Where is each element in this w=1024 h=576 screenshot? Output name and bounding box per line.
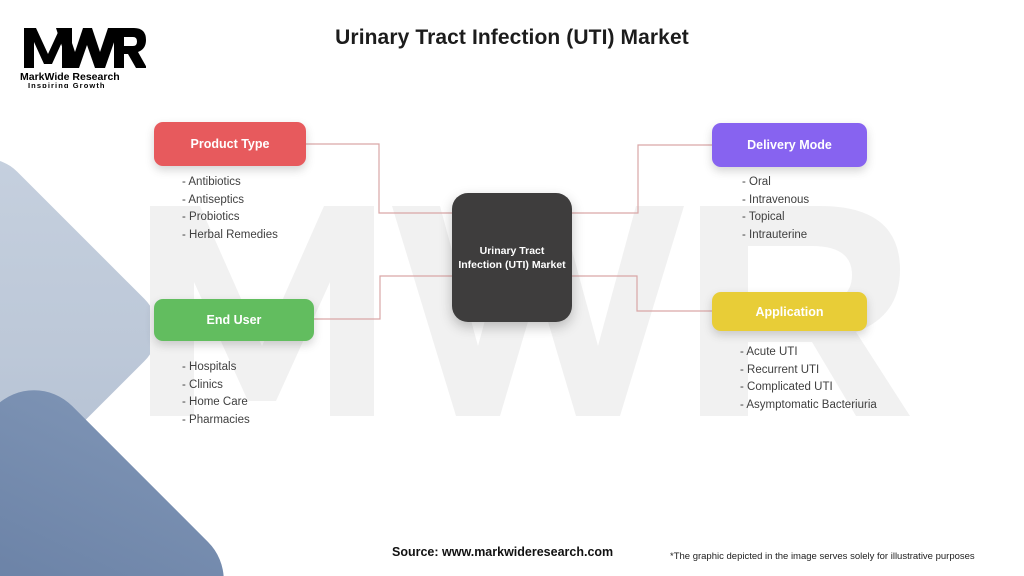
logo-name: MarkWide Research	[20, 71, 120, 83]
branch-label: Application	[755, 304, 824, 319]
list-item: - Probiotics	[182, 211, 240, 223]
list-item: - Hospitals	[182, 361, 237, 373]
list-item: - Complicated UTI	[740, 381, 833, 393]
branch-label: Product Type	[190, 137, 270, 151]
list-item: - Herbal Remedies	[182, 228, 278, 241]
brand-logo: MarkWide Research Inspiring Growth	[16, 20, 146, 88]
item-list-end-user: - Hospitals - Clinics - Home Care - Phar…	[182, 359, 250, 429]
list-item: - Clinics	[182, 378, 223, 391]
item-list-product-type: - Antibiotics - Antiseptics - Probiotics…	[182, 174, 278, 244]
list-item: - Asymptomatic Bacteriuria	[740, 398, 877, 411]
branch-node-end-user[interactable]: End User	[154, 299, 314, 341]
branch-label: Delivery Mode	[747, 138, 832, 152]
branch-node-delivery-mode[interactable]: Delivery Mode	[712, 123, 867, 167]
list-item: - Pharmacies	[182, 413, 250, 426]
center-node[interactable]: Urinary Tract Infection (UTI) Market	[452, 193, 572, 322]
list-item: - Topical	[742, 211, 785, 223]
disclaimer-text: *The graphic depicted in the image serve…	[670, 551, 975, 562]
list-item: - Oral	[742, 176, 771, 188]
branch-node-application[interactable]: Application	[712, 292, 867, 331]
list-item: - Home Care	[182, 396, 248, 408]
list-item: - Recurrent UTI	[740, 363, 820, 376]
list-item: - Intrauterine	[742, 228, 808, 241]
list-item: - Acute UTI	[740, 346, 798, 358]
list-item: - Antiseptics	[182, 193, 244, 206]
item-list-application: - Acute UTI - Recurrent UTI - Complicate…	[740, 344, 877, 414]
branch-label: End User	[206, 313, 262, 327]
logo-tagline: Inspiring Growth	[28, 81, 106, 88]
source-label: Source: www.markwideresearch.com	[392, 545, 614, 559]
list-item: - Antibiotics	[182, 176, 241, 188]
item-list-delivery-mode: - Oral - Intravenous - Topical - Intraut…	[742, 174, 809, 244]
branch-node-product-type[interactable]: Product Type	[154, 122, 306, 166]
page-title: Urinary Tract Infection (UTI) Market	[335, 26, 689, 49]
center-node-label: Urinary Tract Infection (UTI) Market	[458, 244, 566, 271]
list-item: - Intravenous	[742, 193, 810, 206]
